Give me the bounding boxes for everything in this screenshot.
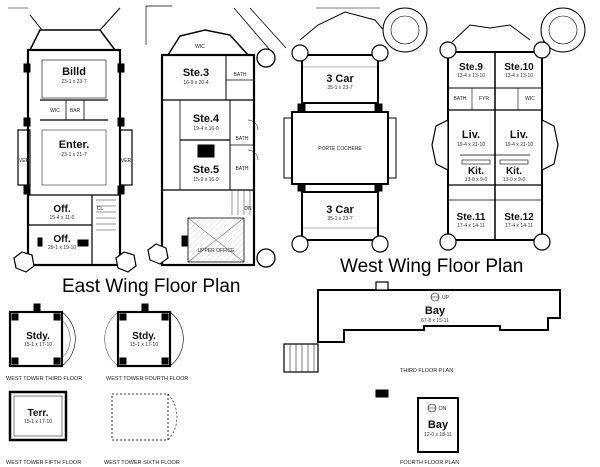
room-ste12-name: Ste.12 <box>504 212 534 223</box>
tower-fifth-label: WEST TOWER FIFTH FLOOR <box>6 460 81 466</box>
third-up-label: UP <box>442 295 450 301</box>
room-bay-fourth-name: Bay <box>428 419 449 431</box>
tower-third-label: WEST TOWER THIRD FLOOR <box>6 376 82 382</box>
room-ste5-name: Ste.5 <box>193 164 219 176</box>
room-kit1-dim: 13-0 x 9-0 <box>465 177 488 183</box>
ver-right-label: VER <box>121 158 132 164</box>
room-ste4-name: Ste.4 <box>193 113 220 125</box>
room-billd-dim: 23-1 x 23-7 <box>61 79 87 85</box>
bath-label-w: BATH <box>454 96 467 102</box>
room-bay-fourth-dim: 12-0 x 18-11 <box>424 432 452 438</box>
room-car1-name: 3 Car <box>326 73 354 85</box>
east-wing-plan-a <box>8 7 137 273</box>
room-off1-name: Off. <box>53 204 70 215</box>
room-stdy1-name: Stdy. <box>26 331 50 342</box>
west-wing-plan-b <box>431 7 586 251</box>
room-off1-dim: 15-4 x 11-0 <box>50 215 75 221</box>
room-kit2-name: Kit. <box>506 166 522 177</box>
room-ste9-dim: 13-4 x 13-10 <box>457 73 485 79</box>
upper-office-label: UPPER OFFICE <box>198 248 236 254</box>
room-ste12-dim: 17-4 x 14-11 <box>505 223 533 229</box>
room-stdy1-dim: 15-1 x 17-10 <box>24 342 52 348</box>
room-ste10-name: Ste.10 <box>504 62 534 73</box>
closet-label: CL <box>97 206 104 212</box>
heading-west-wing: West Wing Floor Plan <box>340 256 523 277</box>
room-liv2-name: Liv. <box>510 129 528 141</box>
heading-east-wing: East Wing Floor Plan <box>62 276 240 297</box>
room-ste11-name: Ste.11 <box>457 212 486 223</box>
fourth-floor-heading: FOURTH FLOOR PLAN <box>400 460 459 466</box>
room-ste9-name: Ste.9 <box>459 62 483 73</box>
room-ste5-dim: 15-9 x 16-9 <box>193 177 219 183</box>
bath3-label: BATH <box>236 166 249 172</box>
third-floor-plan <box>283 281 561 398</box>
dn-label-b: DN <box>244 206 252 212</box>
fourth-floor-plan <box>417 397 459 453</box>
room-car2-dim: 35-1 x 23-7 <box>327 216 353 222</box>
fyr-label-w: FYR <box>479 96 489 102</box>
fourth-dn-label: DN <box>439 406 447 412</box>
room-bar-label: BAR <box>70 108 81 114</box>
east-wing-plan-b <box>145 5 287 268</box>
room-billd-name: Billd <box>62 66 86 78</box>
bath1-label: BATH <box>234 72 247 78</box>
room-bay-third-name: Bay <box>425 305 446 317</box>
room-ste3-name: Ste.3 <box>183 67 209 79</box>
room-terr-name: Terr. <box>28 408 49 419</box>
room-ste4-dim: 19-4 x 16-0 <box>193 126 219 132</box>
room-ste11-dim: 17-4 x 14-11 <box>457 223 485 229</box>
room-liv1-name: Liv. <box>462 129 480 141</box>
wic-label-w: WIC <box>525 96 535 102</box>
room-terr-dim: 15-1 x 17-10 <box>24 419 52 425</box>
room-enter-name: Enter. <box>59 139 90 151</box>
room-stdy2-name: Stdy. <box>132 331 156 342</box>
room-car1-dim: 35-1 x 23-7 <box>327 85 353 91</box>
room-bay-third-dim: 67-8 x 15-11 <box>421 318 449 324</box>
tower-plans <box>8 303 184 442</box>
room-ste3-dim: 16-9 x 20-4 <box>183 80 209 86</box>
room-liv2-dim: 19-4 x 21-10 <box>505 142 533 148</box>
room-ste10-dim: 13-4 x 13-10 <box>505 73 533 79</box>
room-kit2-dim: 13-0 x 9-0 <box>503 177 526 183</box>
room-kit1-name: Kit. <box>468 166 484 177</box>
tower-sixth-label: WEST TOWER SIXTH FLOOR <box>104 460 180 466</box>
wic-label-b: WIC <box>195 44 205 50</box>
third-floor-heading: THIRD FLOOR PLAN <box>400 368 453 374</box>
porte-cochere-label: PORTE COCHERE <box>318 146 362 152</box>
room-off2-name: Off. <box>53 234 70 245</box>
room-enter-dim: 23-1 x 21-7 <box>61 152 87 158</box>
bath2-label: BATH <box>236 136 249 142</box>
room-car2-name: 3 Car <box>326 204 354 216</box>
room-off2-dim: 29-1 x 19-10 <box>48 245 76 251</box>
room-wic-label: WIC <box>50 108 60 114</box>
room-liv1-dim: 19-4 x 21-10 <box>457 142 485 148</box>
ver-left-label: VER <box>19 158 30 164</box>
room-stdy2-dim: 15-1 x 17-10 <box>130 342 158 348</box>
tower-fourth-label: WEST TOWER FOURTH FLOOR <box>106 376 188 382</box>
west-wing-plan-a <box>283 7 428 253</box>
